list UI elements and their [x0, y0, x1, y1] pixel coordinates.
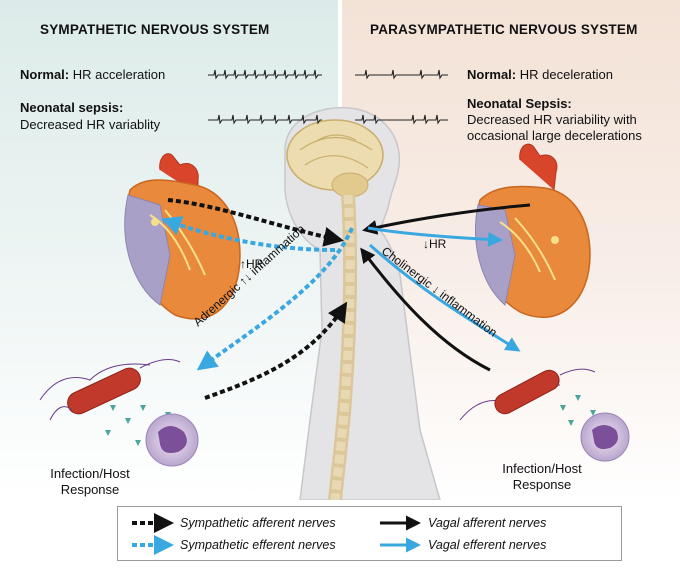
sympathetic-sepsis-label: Neonatal sepsis: — [20, 100, 124, 115]
sympathetic-sepsis-desc: Decreased HR variablity — [20, 117, 161, 132]
ecg-sepsis-right — [355, 114, 448, 125]
bacteria-left — [39, 359, 181, 421]
ecg-normal-right — [355, 69, 448, 80]
legend-swatches — [132, 513, 421, 555]
hr-increase-label: ↑HR — [240, 257, 264, 271]
sympathetic-normal-desc: HR acceleration — [72, 67, 166, 82]
sympathetic-efferent-arrows — [161, 216, 354, 371]
heart-right — [475, 143, 591, 318]
parasympathetic-normal-desc: HR deceleration — [519, 67, 613, 82]
sympathetic-normal-label: Normal: — [20, 67, 70, 82]
ecg-sepsis-left — [208, 114, 322, 125]
parasympathetic-sepsis-desc-1: Decreased HR variability with — [467, 112, 637, 127]
immune-cell-right — [580, 412, 630, 462]
parasympathetic-normal-label: Normal: — [467, 67, 517, 82]
parasympathetic-sepsis-label: Neonatal Sepsis: — [467, 96, 572, 111]
sympathetic-title: SYMPATHETIC NERVOUS SYSTEM — [40, 22, 270, 37]
brain — [286, 119, 384, 198]
diagram-graphic — [39, 69, 630, 500]
legend-vagal-efferent-label: Vagal efferent nerves — [428, 538, 547, 552]
immune-cell-left — [145, 413, 199, 467]
bacteria-right — [459, 368, 596, 421]
sympathetic-normal-text: Normal: HR acceleration — [20, 67, 165, 83]
sympathetic-afferent-arrows — [167, 198, 348, 400]
parasympathetic-title: PARASYMPATHETIC NERVOUS SYSTEM — [370, 22, 638, 37]
infection-right-label-2: Response — [512, 477, 572, 492]
legend-sympathetic-afferent-label: Sympathetic afferent nerves — [180, 516, 336, 530]
parasympathetic-normal-text: Normal: HR deceleration — [467, 67, 613, 83]
infection-left-label-1: Infection/Host — [50, 466, 130, 481]
hr-decrease-label: ↓HR — [423, 237, 447, 251]
parasympathetic-sepsis-desc-2: occasional large decelerations — [467, 128, 642, 143]
spine — [328, 194, 358, 500]
heart-left — [124, 153, 241, 320]
ecg-normal-left — [208, 69, 322, 80]
legend-vagal-afferent-label: Vagal afferent nerves — [428, 516, 547, 530]
vagal-afferent-arrows — [360, 203, 531, 372]
legend-sympathetic-efferent-label: Sympathetic efferent nerves — [180, 538, 336, 552]
infection-right-label-1: Infection/Host — [502, 461, 582, 476]
legend: Sympathetic afferent nerves Sympathetic … — [117, 506, 622, 561]
infection-left-label-2: Response — [60, 482, 120, 497]
vagal-efferent-arrows — [367, 226, 521, 352]
